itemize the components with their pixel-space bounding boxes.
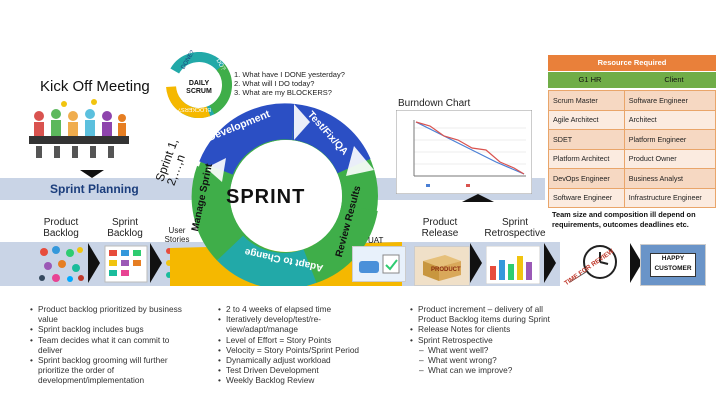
- list-item: Iteratively develop/test/re-view/adapt/m…: [218, 314, 386, 334]
- burndown-title: Burndown Chart: [398, 98, 471, 109]
- flow-chevron-icon: [630, 243, 642, 283]
- list-item: Level of Effort = Story Points: [218, 335, 386, 345]
- list-item: Product increment – delivery of all Prod…: [410, 304, 568, 324]
- team-size-note: Team size and composition ill depend on …: [552, 210, 696, 229]
- product-box-text: PRODUCT: [431, 267, 461, 273]
- scrum-question: 1. What have I DONE yesterday?: [234, 70, 345, 79]
- scrum-question: 3. What are my BLOCKERS?: [234, 88, 332, 97]
- table-cell: Platform Architect: [548, 148, 625, 169]
- list-item: Velocity = Story Points/Sprint Period: [218, 345, 386, 355]
- table-cell: Product Owner: [623, 148, 717, 169]
- happy-customer-icon: HAPPY CUSTOMER: [640, 244, 706, 286]
- list-subitem: What went wrong?: [418, 355, 568, 365]
- table-cell: Scrum Master: [548, 90, 625, 111]
- flow-chevron-icon: [150, 243, 162, 283]
- review-segment: [303, 204, 378, 284]
- product-backlog-icon: [39, 246, 84, 282]
- flow-chevron-icon: [470, 243, 482, 283]
- table-cell: Platform Engineer: [623, 129, 717, 150]
- table-cell: SDET: [548, 129, 625, 150]
- uat-label: UAT: [368, 236, 384, 245]
- flow-chevron-icon: [544, 243, 556, 283]
- time-for-review-icon: TIME FOR REVIEW: [560, 242, 626, 287]
- product-box-icon: PRODUCT: [414, 246, 470, 286]
- table-cell: Architect: [623, 109, 717, 130]
- retrospective-icon: [486, 246, 540, 284]
- resource-required-header: Resource Required: [548, 55, 716, 71]
- sprint-bullets: 2 to 4 weeks of elapsed time Iteratively…: [216, 304, 386, 386]
- list-item: Weekly Backlog Review: [218, 375, 386, 385]
- resource-column-headers: G1 HR Client: [548, 72, 716, 88]
- list-item: 2 to 4 weeks of elapsed time: [218, 304, 386, 314]
- scrum-questions: 1. What have I DONE yesterday? 2. What w…: [234, 70, 345, 97]
- list-item: Dynamically adjust workload: [218, 355, 386, 365]
- uat-icon: [352, 246, 406, 282]
- development-segment: [199, 103, 297, 176]
- release-bullets: Product increment – delivery of all Prod…: [408, 304, 568, 376]
- list-subitem: What went well?: [418, 345, 568, 355]
- table-cell: Infrastructure Engineer: [623, 187, 717, 208]
- sprint-backlog-icon: [104, 245, 148, 283]
- list-subitem: What can we improve?: [418, 365, 568, 375]
- sprint-cycle-diagram: [170, 103, 402, 286]
- list-item: Release Notes for clients: [410, 324, 568, 334]
- product-release-label: Product Release: [421, 217, 459, 239]
- manage-segment: [191, 165, 244, 261]
- kickoff-title: Kick Off Meeting: [40, 78, 150, 95]
- sprint-planning-title: Sprint Planning: [50, 182, 139, 196]
- up-arrow-icon: [462, 194, 494, 202]
- list-item: Product backlog prioritized by business …: [30, 304, 188, 324]
- table-cell: DevOps Engineer: [548, 168, 625, 189]
- table-cell: Agile Architect: [548, 109, 625, 130]
- list-item: Sprint backlog grooming will further pri…: [30, 355, 188, 386]
- table-cell: Software Engineer: [623, 90, 717, 111]
- list-item: Team decides what it can commit to deliv…: [30, 335, 188, 355]
- meeting-illustration: [29, 99, 129, 158]
- list-item: Test Driven Development: [218, 365, 386, 375]
- col-client: Client: [664, 75, 684, 84]
- scrum-question: 2. What will I DO today?: [234, 79, 315, 88]
- down-arrow-icon: [80, 170, 104, 178]
- retrospective-label: Sprint Retrospective: [484, 217, 546, 239]
- list-item: Sprint Retrospective: [410, 335, 568, 345]
- table-cell: Business Analyst: [623, 168, 717, 189]
- product-backlog-label: Product Backlog: [43, 217, 79, 239]
- flow-chevron-icon: [88, 243, 100, 283]
- user-stories-label: User Stories: [164, 226, 190, 244]
- planning-bullets: Product backlog prioritized by business …: [28, 304, 188, 386]
- list-item: Sprint backlog includes bugs: [30, 324, 188, 334]
- adapt-segment: [216, 235, 317, 286]
- daily-scrum-ring: [166, 52, 232, 118]
- table-cell: Software Engineer: [548, 187, 625, 208]
- daily-scrum-title: DAILY SCRUM: [186, 80, 212, 95]
- burndown-chart-thumbnail: [396, 110, 532, 194]
- sprint-backlog-label: Sprint Backlog: [107, 217, 143, 239]
- happy-customer-sign: HAPPY CUSTOMER: [650, 253, 696, 277]
- sprint-center-label: SPRINT: [226, 186, 306, 208]
- col-g1-hr: G1 HR: [578, 75, 602, 84]
